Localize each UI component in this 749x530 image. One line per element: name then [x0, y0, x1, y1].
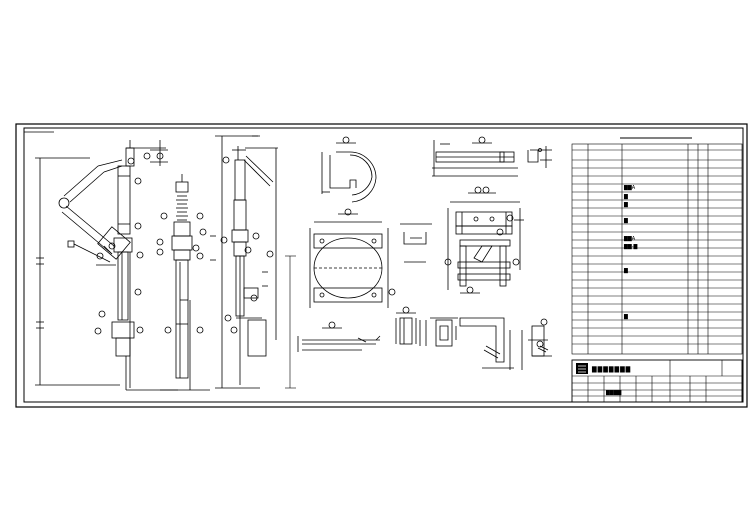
view-insulator-post-front: [156, 174, 216, 391]
detail-u-clamp: [321, 136, 377, 203]
title-block: [571, 359, 743, 403]
view-operating-mechanism-side: [215, 135, 278, 389]
company-logo: [576, 363, 588, 374]
detail-flat-bar: [297, 321, 381, 352]
detail-angle-parts: [395, 306, 552, 370]
detail-mounting-plate: [309, 208, 432, 308]
detail-channel-rail: [432, 136, 552, 177]
detail-bracket-assembly: [444, 186, 524, 294]
bill-of-materials-table: [571, 137, 743, 355]
dimension-lines-mid: [285, 255, 296, 389]
inner-frame: [23, 127, 744, 403]
view-isolator-side-elevation: [35, 140, 178, 391]
outer-frame: [15, 123, 748, 408]
